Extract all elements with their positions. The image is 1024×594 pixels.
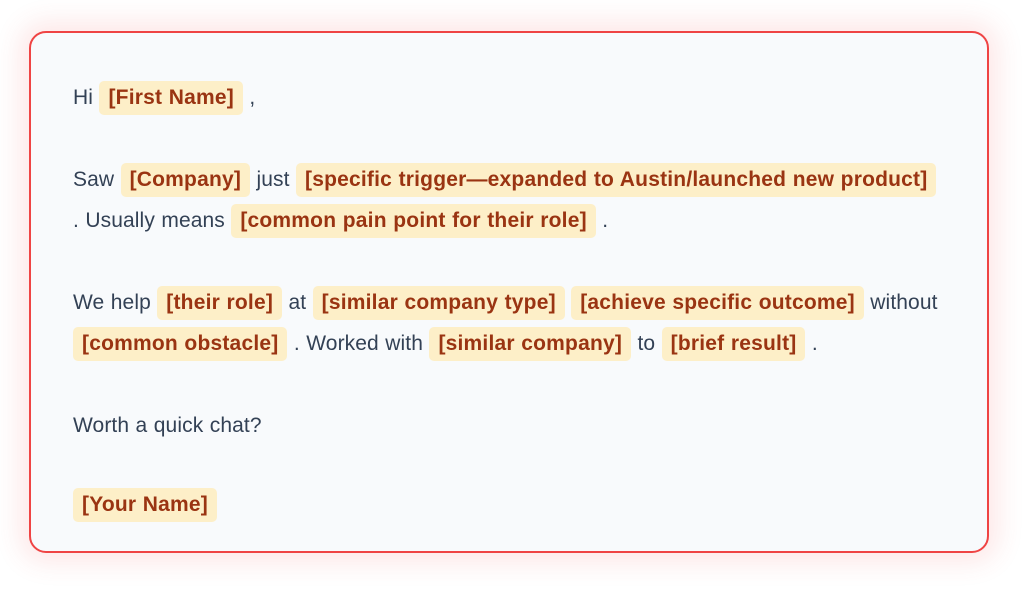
trigger-trailing-period: . xyxy=(602,209,609,232)
value-paragraph: We help [their role] at [similar company… xyxy=(73,282,947,364)
value-at-text: at xyxy=(288,291,307,314)
trigger-paragraph: Saw [Company] just [specific trigger—exp… xyxy=(73,159,947,241)
signature-line: [Your Name] xyxy=(73,484,947,525)
closing-line: Worth a quick chat? xyxy=(73,414,262,437)
placeholder-brief-result[interactable]: [brief result] xyxy=(661,327,806,361)
email-body: Hi [First Name] , Saw [Company] just [sp… xyxy=(73,77,947,525)
placeholder-their-role[interactable]: [their role] xyxy=(157,286,283,320)
placeholder-similar-company[interactable]: [similar company] xyxy=(429,327,632,361)
greeting-lead-text: Hi xyxy=(73,86,94,109)
trigger-mid-text: just xyxy=(256,168,290,191)
placeholder-common-pain-point[interactable]: [common pain point for their role] xyxy=(231,204,596,238)
placeholder-specific-trigger[interactable]: [specific trigger—expanded to Austin/lau… xyxy=(296,163,937,197)
greeting-line: Hi [First Name] , xyxy=(73,77,947,118)
placeholder-your-name[interactable]: [Your Name] xyxy=(73,488,217,522)
value-trailing-period: . xyxy=(811,332,818,355)
placeholder-similar-company-type[interactable]: [similar company type] xyxy=(312,286,565,320)
email-template-card: Hi [First Name] , Saw [Company] just [sp… xyxy=(29,31,989,553)
trigger-after-text: . Usually means xyxy=(73,209,225,232)
placeholder-achieve-specific-outcome[interactable]: [achieve specific outcome] xyxy=(571,286,864,320)
value-without-text: without xyxy=(870,291,938,314)
placeholder-first-name[interactable]: [First Name] xyxy=(99,81,243,115)
value-lead-text: We help xyxy=(73,291,151,314)
placeholder-company[interactable]: [Company] xyxy=(120,163,251,197)
trigger-lead-text: Saw xyxy=(73,168,115,191)
value-to-text: to xyxy=(637,332,656,355)
placeholder-common-obstacle[interactable]: [common obstacle] xyxy=(73,327,288,361)
greeting-trailing-comma: , xyxy=(249,86,256,109)
value-worked-with-text: . Worked with xyxy=(293,332,423,355)
